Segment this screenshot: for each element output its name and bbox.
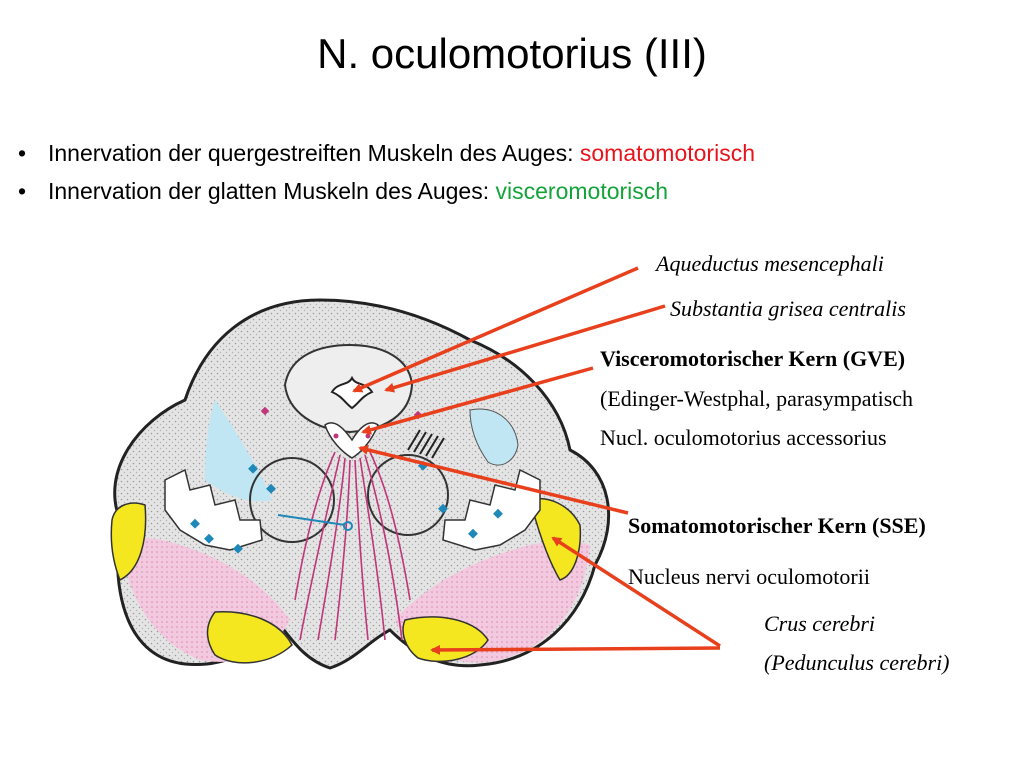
arrow-crus-upper [551, 536, 721, 648]
arrow-crus-lower [430, 644, 721, 655]
arrow-substantia [384, 304, 666, 393]
label-somatomotorischer-kern: Somatomotorischer Kern (SSE) [628, 513, 926, 538]
red-nucleus-right [367, 454, 449, 536]
label-crus-cerebri: Crus cerebri [764, 611, 876, 636]
oculomotor-fibers [294, 451, 411, 641]
arrow-gve [361, 366, 594, 435]
label-pedunculus-cerebri: (Pedunculus cerebri) [764, 650, 950, 675]
bullet-dot: • [18, 178, 27, 204]
label-visceromotorischer-kern: Visceromotorischer Kern (GVE) [600, 346, 906, 371]
slide-title: N. oculomotorius (III) [317, 30, 707, 77]
bullet-text: Innervation der glatten Muskeln des Auge… [48, 178, 496, 204]
bullet-item-visceromotor: • Innervation der glatten Muskeln des Aug… [18, 172, 755, 210]
bullet-text: Innervation der quergestreiften Muskeln … [48, 140, 580, 166]
label-edinger-westphal: (Edinger-Westphal, parasympatisch [600, 386, 914, 411]
bullet-highlight-somatomotorisch: somatomotorisch [579, 140, 755, 166]
label-nucl-oculomotorius-accessorius: Nucl. oculomotorius accessorius [600, 425, 887, 450]
bullet-highlight-visceromotorisch: visceromotorisch [495, 178, 669, 204]
substantia-nigra-right [442, 468, 541, 551]
crus-cerebri-left-lower [206, 611, 293, 664]
arrow-sse [358, 445, 629, 515]
neuron-terminal [343, 521, 353, 531]
label-aqueductus-mesencephali: Aqueductus mesencephali [656, 251, 884, 276]
arrow-aqueductus [352, 266, 639, 393]
label-nucleus-nervi-oculomotorii: Nucleus nervi oculomotorii [628, 564, 870, 589]
bullet-dot: • [18, 140, 27, 166]
blue-region-left [205, 400, 272, 502]
crus-cerebri-left-upper [110, 502, 147, 582]
bullet-list: • Innervation der quergestreiften Muskeln… [18, 134, 755, 210]
annotation-arrows [352, 266, 721, 655]
label-substantia-grisea-centralis: Substantia grisea centralis [670, 296, 906, 321]
bullet-item-somatomotor: • Innervation der quergestreiften Muskeln… [18, 134, 755, 172]
red-nucleus-left [249, 457, 335, 543]
substantia-nigra-left [164, 468, 263, 551]
blue-region-right [469, 408, 519, 466]
neuron-axon [277, 514, 346, 526]
hatched-tract [407, 429, 445, 459]
